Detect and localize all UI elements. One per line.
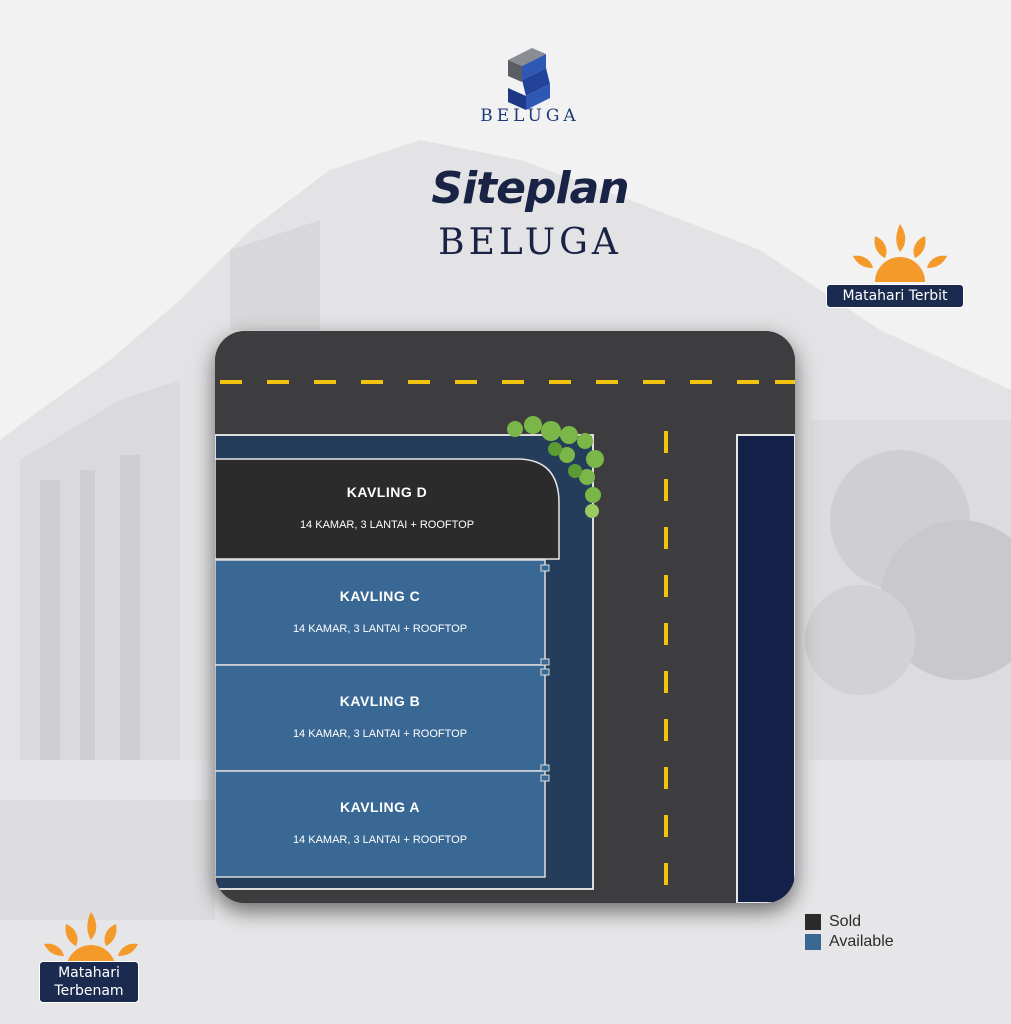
legend-sold-swatch	[805, 914, 821, 930]
legend-sold-label: Sold	[829, 913, 862, 930]
horizontal-road-markings	[220, 380, 795, 384]
legend-sold: Sold	[805, 912, 894, 932]
kavling-c[interactable]: KAVLING C 14 KAMAR, 3 LANTAI + ROOFTOP	[215, 560, 545, 665]
vertical-road-markings	[664, 431, 668, 885]
legend-available-label: Available	[829, 933, 894, 950]
siteplan-map: KAVLING D 14 KAMAR, 3 LANTAI + ROOFTOP K…	[215, 331, 795, 903]
kavling-b[interactable]: KAVLING B 14 KAMAR, 3 LANTAI + ROOFTOP	[215, 665, 545, 771]
kavling-a-shape	[215, 770, 546, 878]
kavling-a[interactable]: KAVLING A 14 KAMAR, 3 LANTAI + ROOFTOP	[215, 771, 545, 877]
kavling-c-desc: 14 KAMAR, 3 LANTAI + ROOFTOP	[292, 623, 468, 635]
sunset-label-line2: Terbenam	[54, 983, 124, 999]
road-layer	[215, 331, 795, 903]
kavling-d-desc: 14 KAMAR, 3 LANTAI + ROOFTOP	[299, 519, 475, 531]
kavling-c-name: KAVLING C	[339, 588, 421, 604]
corner-tree	[507, 416, 604, 518]
kavling-a-name: KAVLING A	[340, 799, 420, 815]
sunset-label: Matahari Terbenam	[39, 961, 139, 1003]
kavling-c-shape	[215, 559, 546, 666]
kavling-d[interactable]: KAVLING D 14 KAMAR, 3 LANTAI + ROOFTOP	[215, 459, 559, 559]
beluga-logo	[508, 48, 550, 110]
page-subtitle: BELUGA	[438, 222, 622, 263]
kavling-a-desc: 14 KAMAR, 3 LANTAI + ROOFTOP	[292, 834, 468, 846]
legend: Sold Available	[805, 912, 894, 952]
logo-text: BELUGA	[480, 106, 580, 126]
sunrise-label: Matahari Terbit	[826, 284, 964, 308]
kavling-b-shape	[215, 664, 546, 772]
sunset-label-line1: Matahari	[58, 965, 120, 981]
legend-available-swatch	[805, 934, 821, 950]
kavling-b-desc: 14 KAMAR, 3 LANTAI + ROOFTOP	[292, 728, 468, 740]
kavling-d-name: KAVLING D	[346, 484, 428, 500]
right-side-lot	[736, 434, 795, 903]
kavling-d-shape	[215, 458, 560, 560]
page-title: Siteplan	[431, 163, 629, 214]
legend-available: Available	[805, 932, 894, 952]
kavling-b-name: KAVLING B	[339, 693, 421, 709]
sunrise-sun-icon	[853, 224, 947, 282]
